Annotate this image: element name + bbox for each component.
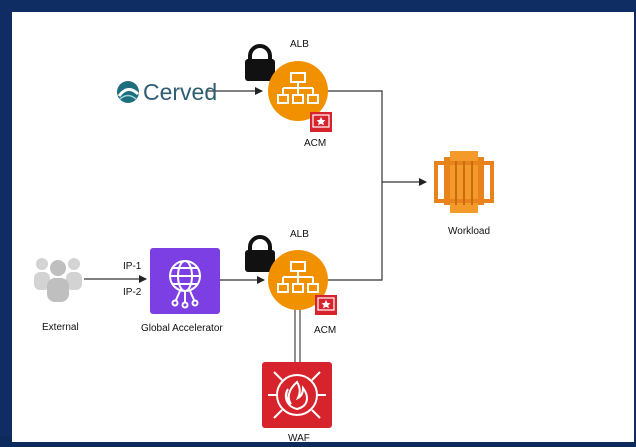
- acm-bottom-label: ACM: [314, 325, 336, 336]
- ip1-label: IP-1: [123, 261, 142, 272]
- connectors: [84, 87, 427, 362]
- global-accelerator-icon: [150, 248, 220, 314]
- lock-icon: [245, 235, 275, 272]
- load-balancer-icon: [268, 250, 328, 310]
- certificate-icon: [315, 295, 337, 315]
- alb-top-label: ALB: [290, 39, 309, 50]
- lock-icon: [245, 44, 275, 81]
- load-balancer-icon: [268, 61, 328, 121]
- architecture-diagram: Cerved ALB ACM Workload: [34, 39, 494, 444]
- alb-top-to-workload-line: [326, 90, 383, 182]
- certificate-icon: [310, 112, 332, 132]
- cerved-logo: Cerved: [117, 79, 217, 105]
- global-accelerator-label: Global Accelerator: [141, 323, 223, 334]
- cerved-logo-text: Cerved: [143, 79, 217, 105]
- workload-label: Workload: [448, 226, 490, 237]
- diagram-canvas: Cerved ALB ACM Workload: [12, 12, 634, 444]
- waf-icon: [262, 362, 332, 428]
- ec2-icon: [434, 151, 494, 213]
- acm-top-label: ACM: [304, 138, 326, 149]
- waf-label: WAF: [288, 433, 310, 442]
- alb-bottom-label: ALB: [290, 229, 309, 240]
- alb-bottom-to-workload-line: [326, 182, 383, 281]
- ip2-label: IP-2: [123, 287, 142, 298]
- users-icon: [34, 258, 82, 302]
- external-label: External: [42, 322, 79, 333]
